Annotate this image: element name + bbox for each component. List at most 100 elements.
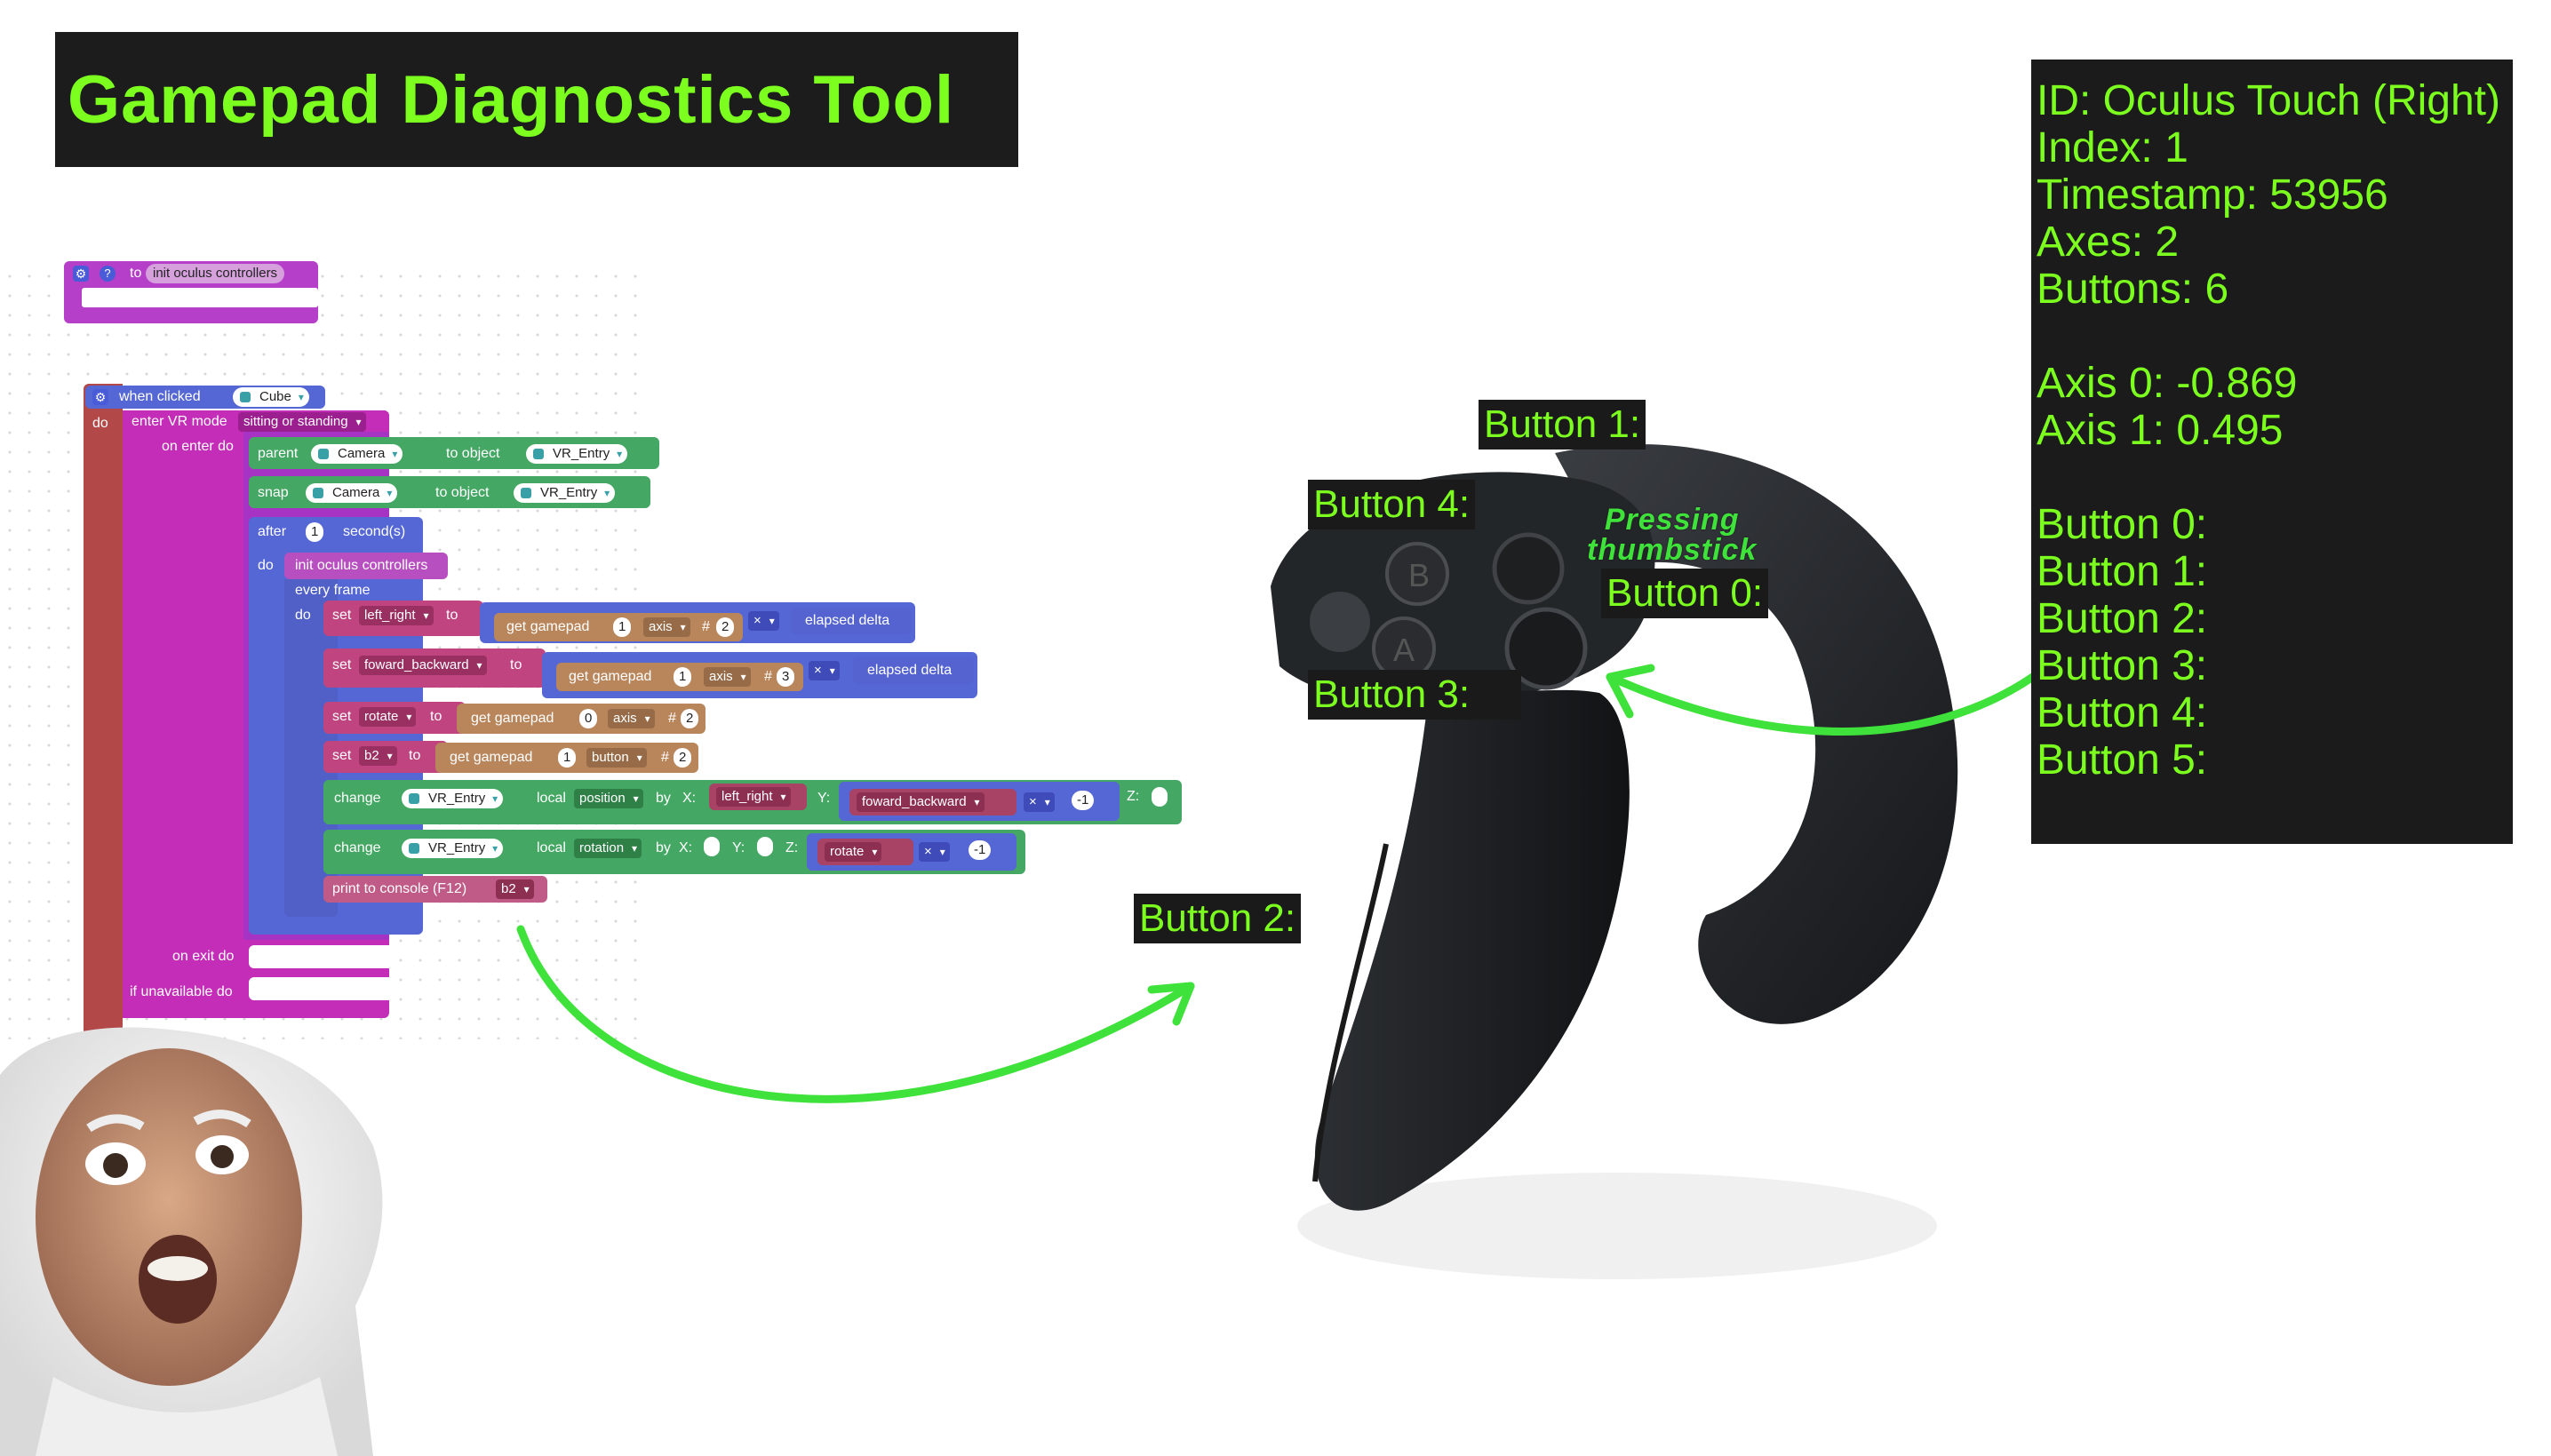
info-button3: Button 3: [2037,642,2208,689]
to-object-label: to object [435,485,490,500]
y-label: Y: [817,791,831,806]
pressing-thumbstick-note: Pressing thumbstick [1587,505,1757,565]
object-selector-camera[interactable]: Camera [306,483,398,503]
button-number-input[interactable]: 2 [674,748,692,768]
gear-icon[interactable]: ⚙ [73,266,89,282]
z-label: Z: [1127,789,1140,804]
info-index: Index: 1 [2037,124,2188,171]
page-title: Gamepad Diagnostics Tool [68,61,955,138]
variable-dropdown-b2[interactable]: b2 [359,746,397,766]
axis-dropdown[interactable]: axis [704,667,751,687]
button0-label: Button 0: [1601,569,1769,618]
property-dropdown-rotation[interactable]: rotation [574,839,642,858]
arrow-head-button2 [1147,982,1195,1026]
gamepad-index-input[interactable]: 1 [613,617,632,637]
elapsed-delta-block[interactable] [791,608,912,634]
operator-dropdown[interactable]: × [748,611,779,631]
hash-label: # [661,750,669,765]
gamepad-index-input[interactable]: 1 [674,667,692,687]
gear-icon[interactable]: ⚙ [92,389,108,405]
variable-dropdown-foward-backward[interactable]: foward_backward [857,792,985,812]
hash-label: # [702,619,710,634]
info-axis0: Axis 0: -0.869 [2037,360,2298,407]
button3-label: Button 3: [1308,670,1521,720]
object-selector-vr-entry[interactable]: VR_Entry [402,839,504,858]
info-axis1: Axis 1: 0.495 [2037,407,2284,454]
axis-number-input[interactable]: 2 [681,709,699,728]
set-label: set [332,657,352,672]
function-name-field[interactable]: init oculus controllers [146,264,285,283]
multiplier-input[interactable]: -1 [1072,791,1095,810]
operator-dropdown[interactable]: × [919,842,950,862]
help-icon[interactable]: ? [100,266,116,282]
get-gamepad-label: get gamepad [471,711,554,726]
after-seconds-input[interactable]: 1 [306,522,324,542]
axis-number-input[interactable]: 3 [777,667,795,687]
if-unavailable-slot [249,977,389,1000]
info-buttons: Buttons: 6 [2037,266,2229,313]
snap-label: snap [258,485,289,500]
info-id: ID: Oculus Touch (Right) [2037,77,2500,124]
property-dropdown-position[interactable]: position [574,789,643,808]
operator-dropdown[interactable]: × [809,661,840,680]
hash-label: # [668,711,676,726]
change-label: change [334,840,381,855]
variable-dropdown-b2[interactable]: b2 [496,879,534,899]
z-label: Z: [785,840,799,855]
every-frame-do-label: do [295,608,311,623]
z-value-input[interactable] [1152,787,1168,807]
gamepad-index-input[interactable]: 0 [579,709,598,728]
variable-dropdown-left-right[interactable]: left_right [716,787,791,807]
info-spacer [2031,454,2513,501]
button-dropdown[interactable]: button [586,748,647,768]
function-to-label: to [130,266,142,281]
after-label: after [258,524,287,539]
axis-number-input[interactable]: 2 [716,617,735,637]
to-label: to [430,709,442,724]
variable-dropdown-rotate[interactable]: rotate [359,707,417,727]
set-label: set [332,748,352,763]
pressing-line1: Pressing [1604,503,1740,537]
object-selector-vr-entry[interactable]: VR_Entry [402,789,504,808]
on-exit-do-label: on exit do [172,949,235,964]
when-clicked-label: when clicked [119,389,201,404]
info-button0: Button 0: [2037,501,2208,548]
elapsed-delta-label: elapsed delta [867,663,953,678]
do-label: do [92,416,108,431]
variable-dropdown-rotate[interactable]: rotate [825,842,882,862]
local-label: local [537,791,566,806]
call-init-oculus-block[interactable] [284,553,448,579]
get-gamepad-label: get gamepad [506,619,590,634]
object-selector-vr-entry[interactable]: VR_Entry [514,483,616,503]
local-label: local [537,840,566,855]
by-label: by [656,840,671,855]
info-timestamp: Timestamp: 53956 [2037,171,2388,219]
seconds-label: second(s) [343,524,406,539]
when-clicked-block[interactable] [84,384,123,1041]
object-selector-camera[interactable]: Camera [311,444,403,464]
button1-label: Button 1: [1479,400,1646,450]
vr-mode-dropdown[interactable]: sitting or standing [238,412,366,432]
object-selector-vr-entry[interactable]: VR_Entry [526,444,628,464]
y-value-input[interactable] [757,837,773,856]
to-label: to [446,608,458,623]
multiplier-input[interactable]: -1 [969,840,992,860]
operator-dropdown[interactable]: × [1024,792,1055,812]
info-button4: Button 4: [2037,689,2208,736]
elapsed-delta-label: elapsed delta [805,613,890,628]
x-value-input[interactable] [704,837,720,856]
y-label: Y: [732,840,745,855]
info-axes: Axes: 2 [2037,219,2180,266]
variable-dropdown-foward-backward[interactable]: foward_backward [359,656,487,675]
get-gamepad-label: get gamepad [569,669,652,684]
svg-text:A: A [1393,632,1415,668]
after-do-label: do [258,558,274,573]
change-label: change [334,791,381,806]
axis-dropdown[interactable]: axis [608,709,655,728]
gamepad-index-input[interactable]: 1 [558,748,577,768]
elapsed-delta-block[interactable] [853,657,974,684]
variable-dropdown-left-right[interactable]: left_right [359,606,434,625]
if-unavailable-do-label: if unavailable do [130,984,233,999]
object-selector-cube[interactable]: Cube [233,387,309,407]
axis-dropdown[interactable]: axis [643,617,690,637]
